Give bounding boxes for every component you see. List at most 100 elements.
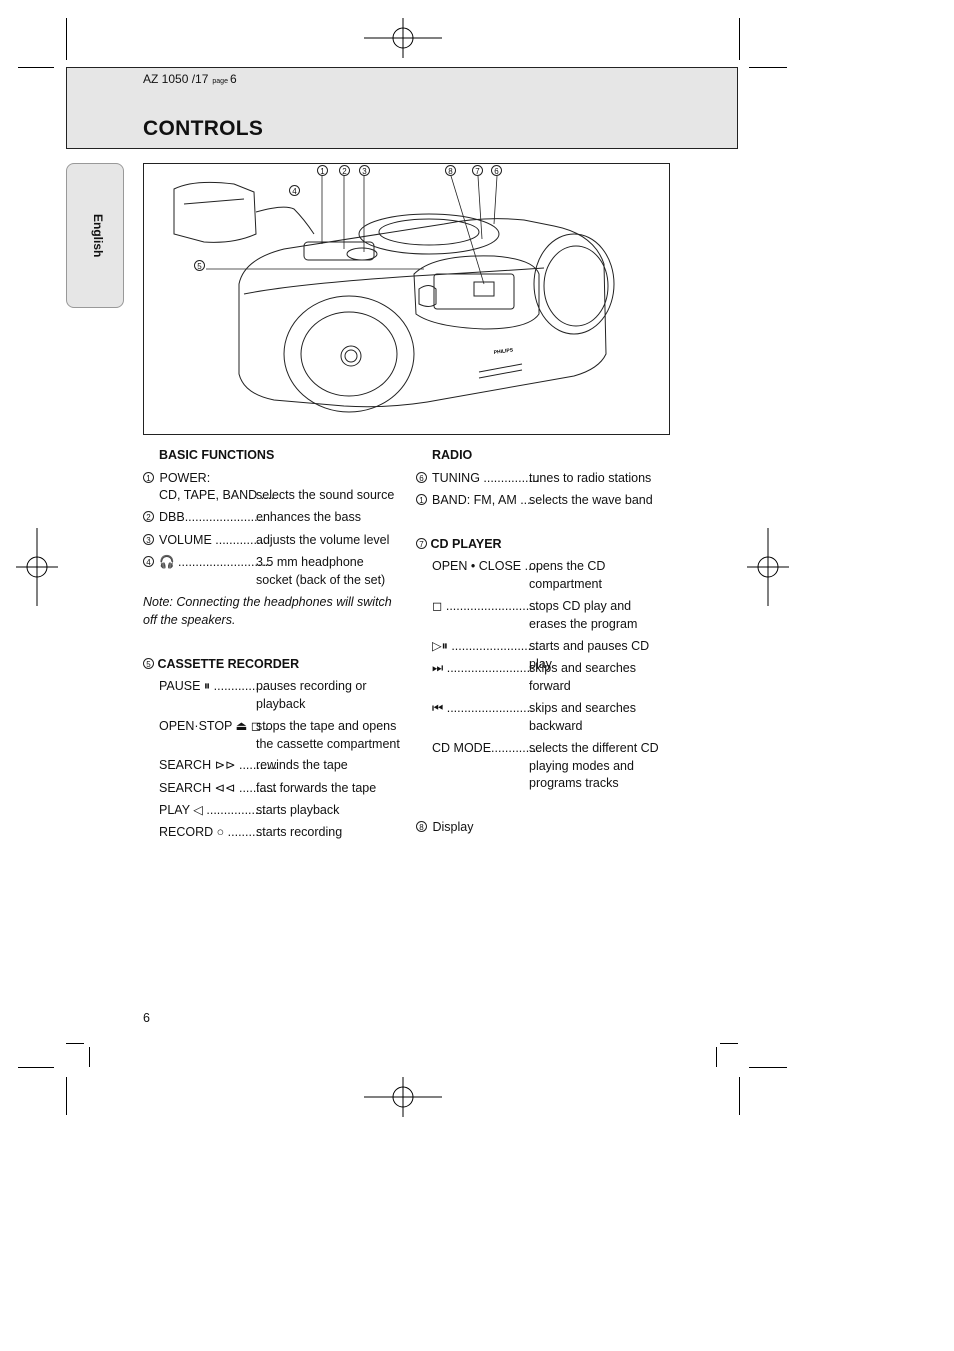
item-term: OPEN·STOP ⏏ ◻ .. xyxy=(159,719,272,733)
section-number: 5 xyxy=(143,658,154,669)
item-description: skips and searches forward xyxy=(529,661,637,693)
list-item: OPEN • CLOSE ..... opens the CD compartm… xyxy=(432,558,677,594)
item-term: PLAY ◁ ................. xyxy=(159,803,266,817)
crop-mark xyxy=(18,67,54,68)
item-term: DBB....................... xyxy=(159,510,265,524)
crop-mark xyxy=(720,1043,738,1044)
item-description: pauses recording or playback xyxy=(256,679,367,711)
list-item: 1 BAND: FM, AM .... selects the wave ban… xyxy=(416,492,676,510)
item-number: 4 xyxy=(143,556,154,567)
crop-mark xyxy=(18,1067,54,1068)
crop-mark xyxy=(739,18,740,60)
item-number: 2 xyxy=(143,511,154,522)
item-number: 8 xyxy=(416,821,427,832)
list-item: 6 TUNING ................ tunes to radio… xyxy=(416,470,676,488)
page-title: CONTROLS xyxy=(143,117,264,140)
display-item: 8 Display xyxy=(416,819,616,837)
callout-1: 1 xyxy=(317,165,328,176)
language-label: English xyxy=(91,214,105,258)
item-description: selects the wave band xyxy=(529,493,653,507)
item-number: 1 xyxy=(416,494,427,505)
model-number: AZ 1050 /17 xyxy=(143,72,209,86)
item-description: enhances the bass xyxy=(256,510,361,524)
item-description: selects the sound source xyxy=(256,488,395,502)
crop-mark xyxy=(739,1077,740,1115)
list-item: 4 🎧 ........................... 3.5 mm h… xyxy=(143,554,403,590)
item-term: ▷⏸ ......................... xyxy=(432,639,539,653)
item-description: skips and searches backward xyxy=(529,701,637,733)
item-number: 6 xyxy=(416,472,427,483)
registration-mark xyxy=(16,528,58,606)
cassette-recorder-heading: 5 CASSETTE RECORDER xyxy=(143,657,299,671)
item-description: adjusts the volume level xyxy=(256,533,390,547)
item-term: VOLUME ............... xyxy=(159,533,268,547)
list-item: ⏮ ......................... skips and se… xyxy=(432,700,677,736)
item-term: OPEN • CLOSE ..... xyxy=(432,559,542,573)
crop-mark xyxy=(66,1043,84,1044)
callout-2: 2 xyxy=(339,165,350,176)
list-item: OPEN·STOP ⏏ ◻ .. stops the tape and open… xyxy=(159,718,404,754)
callout-4: 4 xyxy=(289,185,300,196)
item-term-line: POWER: xyxy=(159,471,211,485)
radio-heading: RADIO xyxy=(432,448,473,462)
list-item: 2 DBB....................... enhances th… xyxy=(143,509,403,527)
registration-mark xyxy=(364,1077,442,1117)
language-tab: English xyxy=(66,163,124,308)
item-term: Display xyxy=(432,820,474,834)
item-description: selects the different CD playing modes a… xyxy=(529,741,659,790)
item-term: SEARCH ⊲⊲ ........... xyxy=(159,781,278,795)
product-illustration: PHILIPS 1 2 3 8 7 6 4 5 xyxy=(143,163,670,435)
item-term: ◻ ........................... xyxy=(432,599,540,613)
list-item: SEARCH ⊲⊲ ........... fast forwards the … xyxy=(159,780,404,798)
item-term: CD MODE.............. xyxy=(432,741,540,755)
item-term: TUNING ................ xyxy=(432,471,539,485)
callout-7: 7 xyxy=(472,165,483,176)
page-number: 6 xyxy=(143,1011,150,1025)
headphone-note: Note: Connecting the headphones will swi… xyxy=(143,595,392,627)
callout-3: 3 xyxy=(359,165,370,176)
cd-player-heading: 7 CD PLAYER xyxy=(416,537,502,551)
item-description: starts recording xyxy=(256,825,343,839)
crop-mark xyxy=(716,1047,717,1067)
callout-8: 8 xyxy=(445,165,456,176)
section-title: CASSETTE RECORDER xyxy=(157,657,300,671)
item-term: 🎧 ........................... xyxy=(159,555,272,569)
list-item: RECORD ○ ........... starts recording xyxy=(159,824,404,842)
list-item: ⏭ ......................... skips and se… xyxy=(432,660,677,696)
brand-label: PHILIPS xyxy=(493,347,514,356)
header-page-number: 6 xyxy=(229,72,237,86)
item-description: 3.5 mm headphone socket (back of the set… xyxy=(256,555,386,587)
item-term: RECORD ○ ........... xyxy=(159,825,266,839)
item-term: PAUSE ⏸ ............... xyxy=(159,679,266,693)
basic-functions-heading: BASIC FUNCTIONS xyxy=(159,448,275,462)
page-label: page xyxy=(212,78,228,85)
callout-6: 6 xyxy=(491,165,502,176)
boombox-drawing: PHILIPS xyxy=(173,175,615,413)
crop-mark xyxy=(66,1077,67,1115)
item-description: stops the tape and opens the cassette co… xyxy=(256,719,400,751)
item-description: starts playback xyxy=(256,803,340,817)
item-term: CD, TAPE, BAND .... xyxy=(159,488,275,502)
item-term: ⏮ ......................... xyxy=(432,701,534,715)
item-number: 1 xyxy=(143,472,154,483)
registration-mark xyxy=(364,18,442,58)
crop-mark xyxy=(749,67,787,68)
header-band xyxy=(66,67,738,149)
list-item: ◻ ........................... stops CD p… xyxy=(432,598,677,634)
list-item: PAUSE ⏸ ............... pauses recording… xyxy=(159,678,404,714)
item-description: stops CD play and erases the program xyxy=(529,599,638,631)
crop-mark xyxy=(749,1067,787,1068)
section-number: 7 xyxy=(416,538,427,549)
section-title: CD PLAYER xyxy=(430,537,502,551)
item-term: BAND: FM, AM .... xyxy=(432,493,535,507)
crop-mark xyxy=(89,1047,90,1067)
list-item: 1 POWER: CD, TAPE, BAND .... selects the… xyxy=(143,470,403,506)
item-description: starts and pauses CD play xyxy=(529,639,650,671)
crop-mark xyxy=(66,18,67,60)
item-number: 3 xyxy=(143,534,154,545)
list-item: 3 VOLUME ............... adjusts the vol… xyxy=(143,532,403,550)
item-term: ⏭ ......................... xyxy=(432,661,534,675)
item-description: opens the CD compartment xyxy=(529,559,606,591)
item-description: tunes to radio stations xyxy=(529,471,652,485)
